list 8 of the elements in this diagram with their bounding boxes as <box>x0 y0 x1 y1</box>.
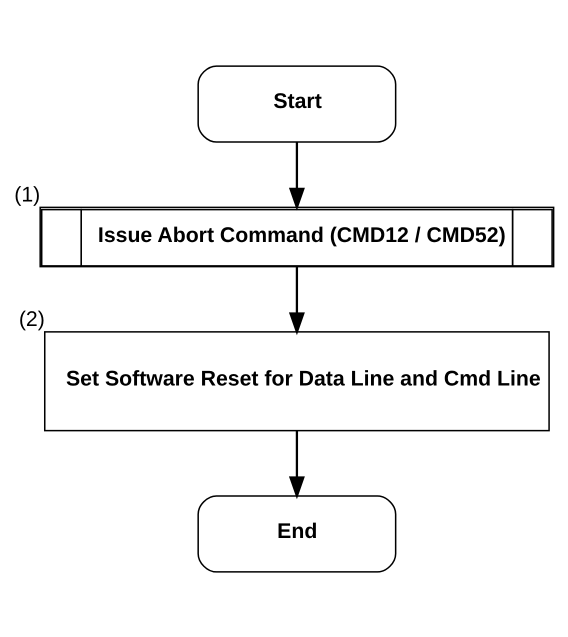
arrow <box>288 142 305 210</box>
node-box: End <box>197 494 396 572</box>
node-label: (2) <box>18 306 45 331</box>
arrow <box>288 266 305 335</box>
arrow <box>288 430 305 499</box>
node-label: (1) <box>14 182 40 206</box>
node-box: Set Software Reset for Data Line and Cmd Line <box>44 330 550 431</box>
node-box: Start <box>197 64 396 142</box>
